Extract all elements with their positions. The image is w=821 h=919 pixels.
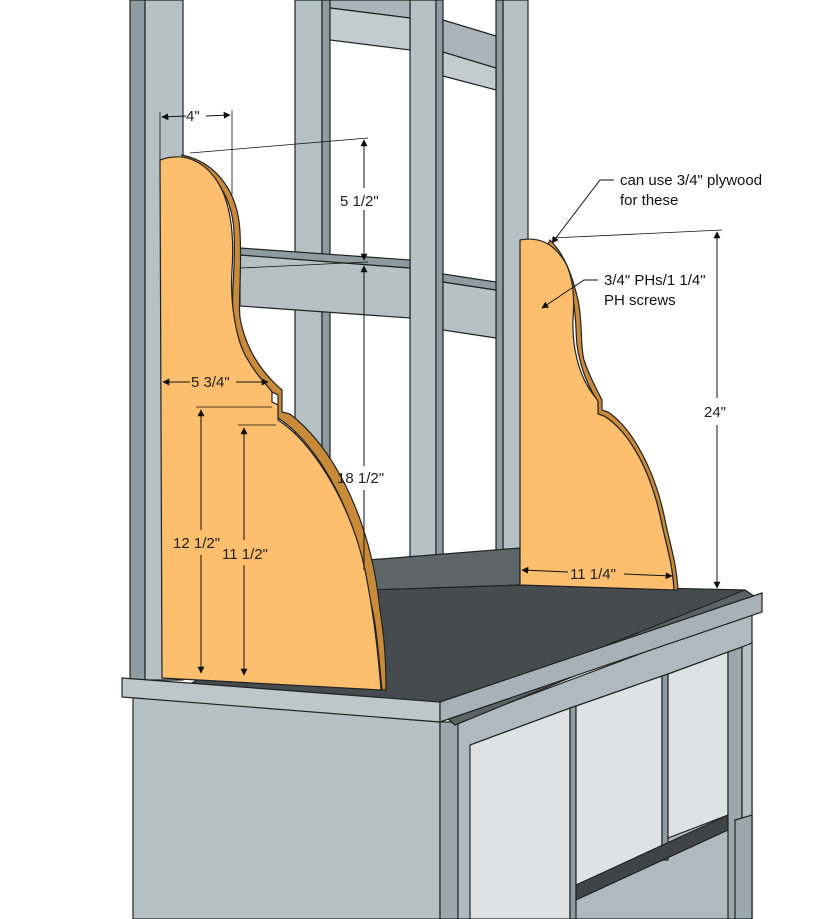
note-screws-line1: 3/4" PHs/1 1/4"	[604, 272, 706, 289]
dim-height-12: 12 1/2"	[173, 535, 220, 552]
dimension-labels: 4" 5 1/2" 5 3/4" 18 1/2" 12 1/2" 11 1/2"…	[173, 108, 726, 583]
note-material-line2: for these	[620, 192, 678, 209]
cubby-left	[469, 707, 571, 919]
note-material-line1: can use 3/4" plywood	[620, 172, 762, 189]
note-screws-line2: PH screws	[604, 292, 676, 309]
base-front	[132, 696, 441, 919]
dimension-lines	[159, 110, 723, 676]
left-arm-panel	[159, 154, 387, 691]
right-arm-panel	[519, 238, 679, 591]
callout-notes: can use 3/4" plywood for these 3/4" PHs/…	[604, 172, 762, 309]
dim-right-height: 24"	[704, 404, 726, 421]
left-arm-panel-face	[159, 156, 382, 691]
bench-base	[121, 584, 763, 919]
right-arm-panel-edge	[547, 238, 679, 591]
dim-top-width: 4"	[186, 108, 200, 125]
dim-notch-width: 5 3/4"	[191, 374, 230, 391]
frame-post-middle	[409, 0, 437, 561]
dim-right-width: 11 1/4"	[570, 566, 616, 583]
right-arm-panel-face	[519, 238, 675, 591]
dim-top-drop: 5 1/2"	[340, 193, 379, 210]
cubby-right	[667, 651, 729, 839]
dim-height-11: 11 1/2"	[222, 546, 268, 563]
frame-post-outer	[129, 0, 146, 681]
dim-height-18: 18 1/2"	[337, 470, 384, 487]
